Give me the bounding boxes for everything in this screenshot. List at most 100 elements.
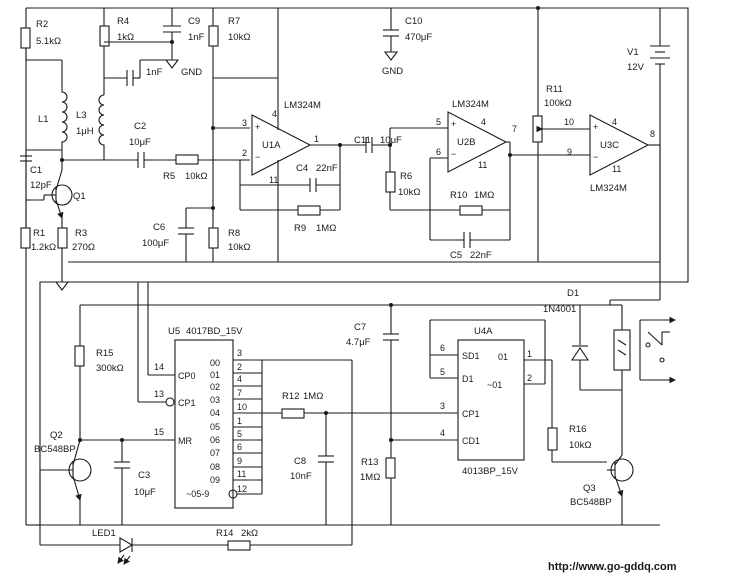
u4a-type: 4013BP_15V	[462, 466, 519, 477]
r9-ref: R9	[294, 223, 306, 234]
r4-value: 1kΩ	[117, 32, 134, 43]
c7-value: 4.7μF	[346, 337, 371, 348]
svg-text:−: −	[255, 152, 260, 162]
r12-value: 1MΩ	[303, 391, 323, 402]
u1a-type: LM324M	[284, 100, 321, 111]
led1-ref: LED1	[92, 528, 116, 539]
svg-text:10: 10	[564, 117, 574, 127]
svg-text:11: 11	[237, 469, 246, 479]
r9-value: 1MΩ	[316, 223, 336, 234]
svg-text:2: 2	[242, 148, 247, 158]
svg-text:4: 4	[272, 109, 277, 119]
u2b-ref: U2B	[457, 137, 475, 148]
l1-ref: L1	[38, 114, 49, 125]
svg-text:+: +	[593, 122, 598, 132]
svg-text:00: 00	[210, 358, 220, 368]
q3-ref: Q3	[583, 483, 596, 494]
svg-text:02: 02	[210, 382, 220, 392]
svg-text:1: 1	[527, 349, 532, 359]
supply-rails	[25, 7, 689, 526]
r12-ref: R12	[282, 391, 299, 402]
r6-ref: R6	[400, 171, 412, 182]
c11-ref: C11	[354, 135, 371, 146]
u5-ref: U5	[168, 326, 180, 337]
r14-value: 2kΩ	[241, 528, 258, 539]
r13-ref: R13	[361, 457, 378, 468]
gnd-label-1: GND	[181, 67, 202, 78]
r8-value: 10kΩ	[228, 242, 250, 253]
svg-text:4: 4	[440, 428, 445, 438]
svg-text:01: 01	[210, 370, 220, 380]
svg-text:+: +	[255, 122, 260, 132]
c5-ref: C5	[450, 250, 462, 261]
svg-text:2: 2	[527, 373, 532, 383]
svg-text:~01: ~01	[487, 380, 502, 390]
r14-ref: R14	[216, 528, 233, 539]
gnd-label-2: GND	[382, 66, 403, 77]
svg-text:4: 4	[481, 117, 486, 127]
u3c-section: R11 100kΩ + − U3C LM324M 10 9 4 8 11 V1 …	[532, 6, 670, 300]
svg-text:3: 3	[237, 348, 242, 358]
svg-text:8: 8	[650, 129, 655, 139]
u5-section: R15 300kΩ U5 4017BD_15V 14 CP0 13 CP1 15…	[34, 282, 610, 565]
u5-right-pins: 00 3 01 2 02 4 03 7 04 10 05 1 06 5 07 6…	[186, 348, 282, 499]
svg-text:CP1: CP1	[178, 398, 196, 408]
r4-ref: R4	[117, 16, 129, 27]
u5-type: 4017BD_15V	[186, 326, 243, 337]
svg-text:11: 11	[478, 160, 487, 170]
svg-text:04: 04	[210, 408, 220, 418]
r5-value: 10kΩ	[185, 171, 207, 182]
svg-text:CP0: CP0	[178, 371, 196, 381]
svg-text:SD1: SD1	[462, 351, 480, 361]
svg-text:CP1: CP1	[462, 409, 480, 419]
svg-text:D1: D1	[462, 374, 474, 384]
c9-ref: C9	[188, 16, 200, 27]
r3-ref: R3	[75, 228, 87, 239]
svg-text:5: 5	[237, 429, 242, 439]
c11-value: 10μF	[380, 135, 402, 146]
u3c-type: LM324M	[590, 183, 627, 194]
c10-value: 470μF	[405, 32, 432, 43]
svg-text:~05-9: ~05-9	[186, 489, 209, 499]
l3-ref: L3	[76, 110, 87, 121]
u1a-ref: U1A	[262, 140, 281, 151]
svg-text:5: 5	[440, 367, 445, 377]
svg-text:3: 3	[440, 401, 445, 411]
q3-value: BC548BP	[570, 497, 612, 508]
r15-value: 300kΩ	[96, 363, 124, 374]
c4-ref: C4	[296, 163, 308, 174]
u3c-ref: U3C	[600, 140, 619, 151]
svg-text:15: 15	[154, 427, 164, 437]
svg-text:01: 01	[498, 352, 508, 362]
svg-text:5: 5	[436, 117, 441, 127]
v1-ref: V1	[627, 47, 639, 58]
svg-text:10: 10	[237, 402, 247, 412]
c10-ref: C10	[405, 16, 422, 27]
r11-ref: R11	[546, 84, 563, 95]
svg-text:+: +	[451, 119, 456, 129]
svg-text:9: 9	[567, 147, 572, 157]
r1-ref: R1	[33, 228, 45, 239]
u4a-section: C7 4.7μF R13 1MΩ U4A 4013BP_15V 6 SD1 5 …	[346, 303, 553, 525]
r2-ref: R2	[36, 19, 48, 30]
q2-value: BC548BP	[34, 444, 76, 455]
r16-ref: R16	[569, 424, 586, 435]
svg-text:7: 7	[512, 124, 517, 134]
svg-text:11: 11	[269, 175, 278, 185]
svg-text:MR: MR	[178, 436, 192, 446]
svg-text:08: 08	[210, 462, 220, 472]
r16-value: 10kΩ	[569, 440, 591, 451]
svg-text:4: 4	[612, 117, 617, 127]
svg-text:6: 6	[440, 343, 445, 353]
u2b-type: LM324M	[452, 99, 489, 110]
c2-ref: C2	[134, 121, 146, 132]
svg-text:3: 3	[242, 118, 247, 128]
r5-ref: R5	[163, 171, 175, 182]
svg-text:09: 09	[210, 475, 220, 485]
v1-value: 12V	[627, 62, 645, 73]
c6-ref: C6	[153, 222, 165, 233]
svg-text:06: 06	[210, 435, 220, 445]
c9-value: 1nF	[188, 32, 205, 43]
svg-text:7: 7	[237, 388, 242, 398]
relay-section: D1 1N4001 R16 10kΩ Q3 BC548BP	[543, 288, 677, 525]
